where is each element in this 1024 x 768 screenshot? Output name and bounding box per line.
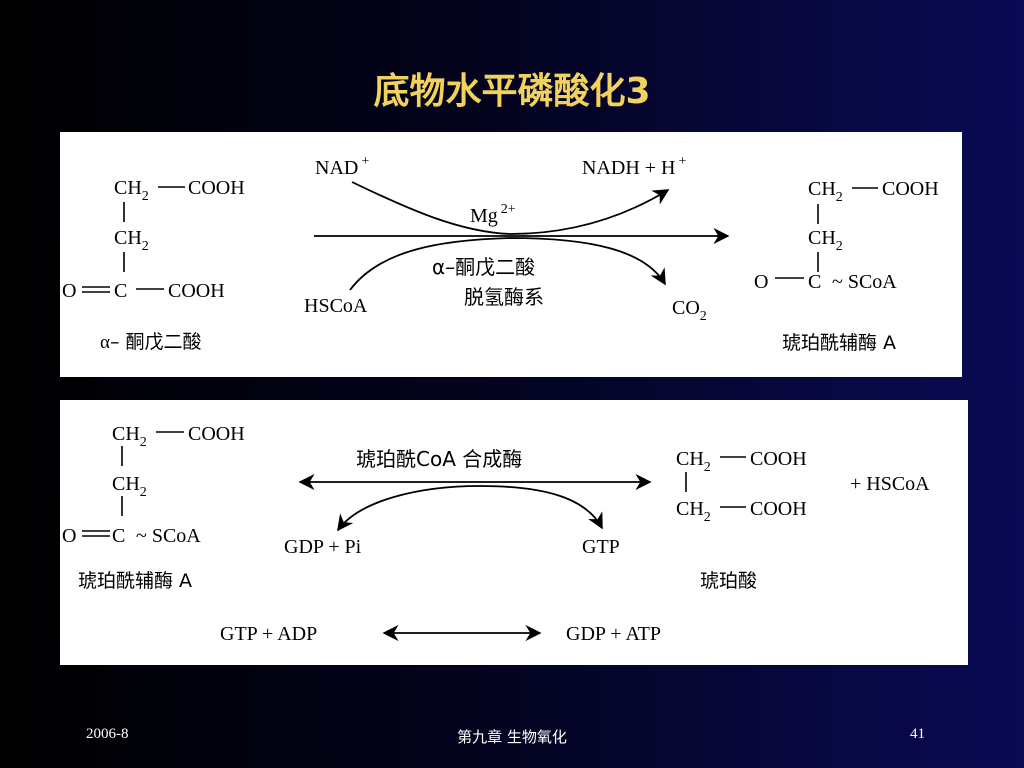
cofactor-nad: NAD+	[315, 154, 369, 179]
svg-text:C: C	[808, 271, 821, 293]
svg-text:O: O	[754, 271, 768, 293]
succinyl-coa-structure: CH2 COOH CH2 O C ~ SCoA	[754, 178, 939, 293]
exchange-right: GDP + ATP	[566, 623, 661, 645]
substrate-name-2: 琥珀酰辅酶 A	[78, 570, 192, 592]
exchange-left: GTP + ADP	[220, 623, 317, 645]
nad-curved-arrow	[351, 181, 670, 235]
svg-text:CH2: CH2	[112, 473, 147, 500]
cofactor-gdp-pi: GDP + Pi	[284, 536, 362, 558]
reaction-1-diagram: CH2 COOH CH2 O C COOH α– 酮戊二酸 NAD+ NADH …	[62, 154, 939, 354]
svg-text:CH2: CH2	[808, 178, 843, 205]
slide-title: 底物水平磷酸化3	[373, 71, 651, 112]
reaction-2-diagram: CH2 COOH CH2 O C ~ SCoA 琥珀酰辅酶 A 琥珀酰CoA 合…	[62, 423, 930, 645]
svg-text:COOH: COOH	[750, 498, 807, 520]
coproduct-hscoa: + HSCoA	[850, 473, 930, 495]
product-name: 琥珀酰辅酶 A	[782, 332, 896, 354]
svg-text:CH2: CH2	[676, 448, 711, 475]
succinyl-coa-structure-2: CH2 COOH CH2 O C ~ SCoA	[62, 423, 245, 547]
cofactor-hscoa: HSCoA	[304, 295, 368, 317]
reaction-panel-2: CH2 COOH CH2 O C ~ SCoA 琥珀酰辅酶 A 琥珀酰CoA 合…	[60, 400, 968, 665]
svg-text:CH2: CH2	[114, 177, 149, 204]
succinate-structure: CH2 COOH CH2 COOH	[676, 448, 807, 525]
svg-text:CH2: CH2	[808, 227, 843, 254]
footer-page-number: 41	[910, 726, 925, 742]
enzyme-name-line2: 脱氢酶系	[464, 285, 544, 309]
enzyme-name-line1: α–酮戊二酸	[432, 255, 535, 279]
footer-date: 2006-8	[86, 726, 129, 742]
svg-text:COOH: COOH	[188, 177, 245, 199]
gdp-gtp-curved-arrow	[337, 485, 603, 532]
alpha-ketoglutarate-structure: CH2 COOH CH2 O C COOH	[62, 177, 245, 302]
product-co2: CO2	[672, 297, 707, 324]
svg-text:O: O	[62, 280, 76, 302]
substrate-name: α– 酮戊二酸	[100, 331, 202, 353]
reaction-panel-1: CH2 COOH CH2 O C COOH α– 酮戊二酸 NAD+ NADH …	[60, 132, 962, 377]
svg-text:CH2: CH2	[676, 498, 711, 525]
svg-text:COOH: COOH	[188, 423, 245, 445]
enzyme-name-2: 琥珀酰CoA 合成酶	[356, 447, 522, 471]
footer-chapter: 第九章 生物氧化	[457, 728, 567, 746]
svg-text:C: C	[112, 525, 125, 547]
svg-text:O: O	[62, 525, 76, 547]
svg-text:CH2: CH2	[112, 423, 147, 450]
svg-text:COOH: COOH	[750, 448, 807, 470]
product-name-2: 琥珀酸	[700, 570, 757, 592]
svg-text:~ SCoA: ~ SCoA	[832, 271, 897, 293]
cofactor-gtp: GTP	[582, 536, 620, 558]
svg-text:COOH: COOH	[882, 178, 939, 200]
svg-text:~ SCoA: ~ SCoA	[136, 525, 201, 547]
svg-text:COOH: COOH	[168, 280, 225, 302]
svg-text:CH2: CH2	[114, 227, 149, 254]
svg-text:C: C	[114, 280, 127, 302]
hscoa-curved-arrow	[349, 237, 666, 291]
cofactor-nadh: NADH + H+	[582, 154, 687, 179]
